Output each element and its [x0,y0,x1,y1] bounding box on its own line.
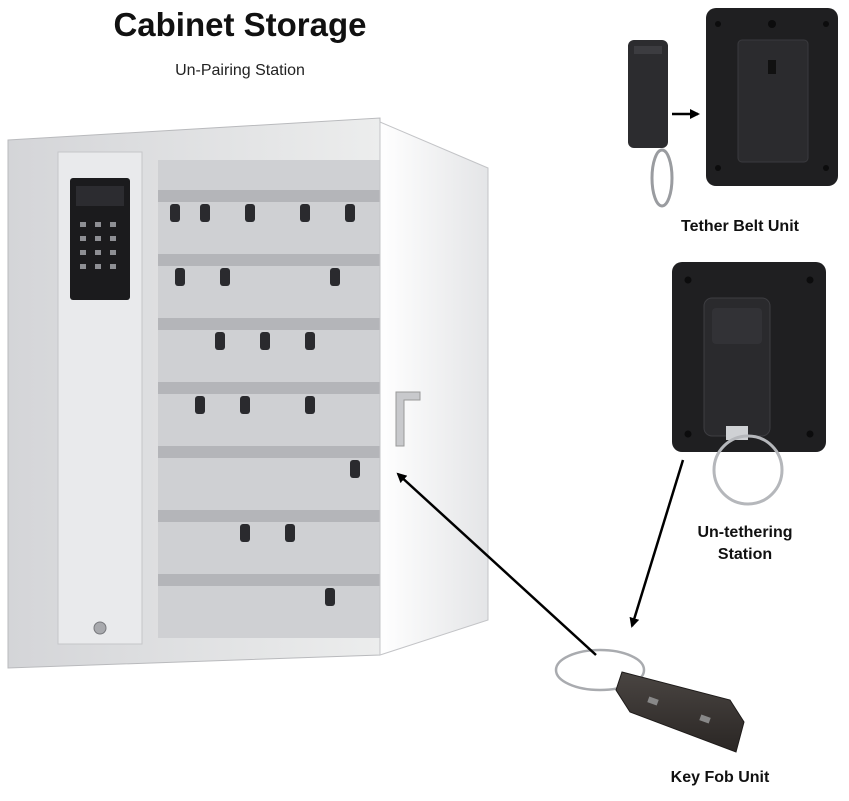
label-tether-belt-unit: Tether Belt Unit [681,218,799,235]
keys [170,204,360,606]
key-cabinet [7,117,489,669]
lock-icon [93,621,107,635]
label-untethering-line2: Station [717,546,773,563]
label-untethering-line1: Un-tethering [697,524,793,541]
untethering-station [672,262,826,506]
diagram-subtitle: Un-Pairing Station [175,62,305,79]
label-key-fob-unit: Key Fob Unit [670,769,770,786]
keypad-panel [70,178,130,300]
label-untethering-station: Un-tethering Station [670,522,820,566]
arrow-fob-to-cabinet [396,472,597,656]
door-handle [395,391,421,447]
key-fob-unit [554,648,745,753]
key-rails [158,190,380,586]
diagram-title: Cabinet Storage [113,6,367,43]
arrow-station-to-fob [629,459,685,628]
tether-belt-unit [628,8,838,208]
